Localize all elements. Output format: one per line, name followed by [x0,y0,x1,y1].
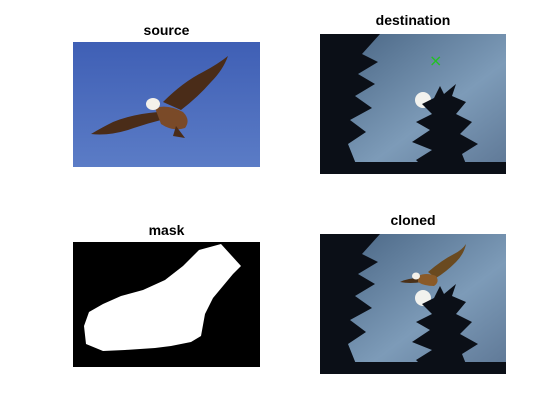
mask-title: mask [148,222,185,238]
cloned-panel: cloned [320,212,506,374]
trees-shape [320,34,506,174]
destination-title: destination [375,12,451,28]
source-panel: source [73,22,260,167]
source-title: source [143,22,190,38]
cloned-eagle-shape [400,244,466,286]
destination-image [320,34,506,174]
mask-panel: mask [73,222,260,367]
eagle-shape [91,56,228,138]
destination-marker: × [429,51,443,70]
trees-shape [320,234,506,374]
mask-image [73,242,260,367]
mask-region [84,244,241,351]
destination-panel: destination × [320,12,506,174]
cloned-image [320,234,506,374]
cloned-title: cloned [390,212,436,228]
source-image [73,42,260,167]
